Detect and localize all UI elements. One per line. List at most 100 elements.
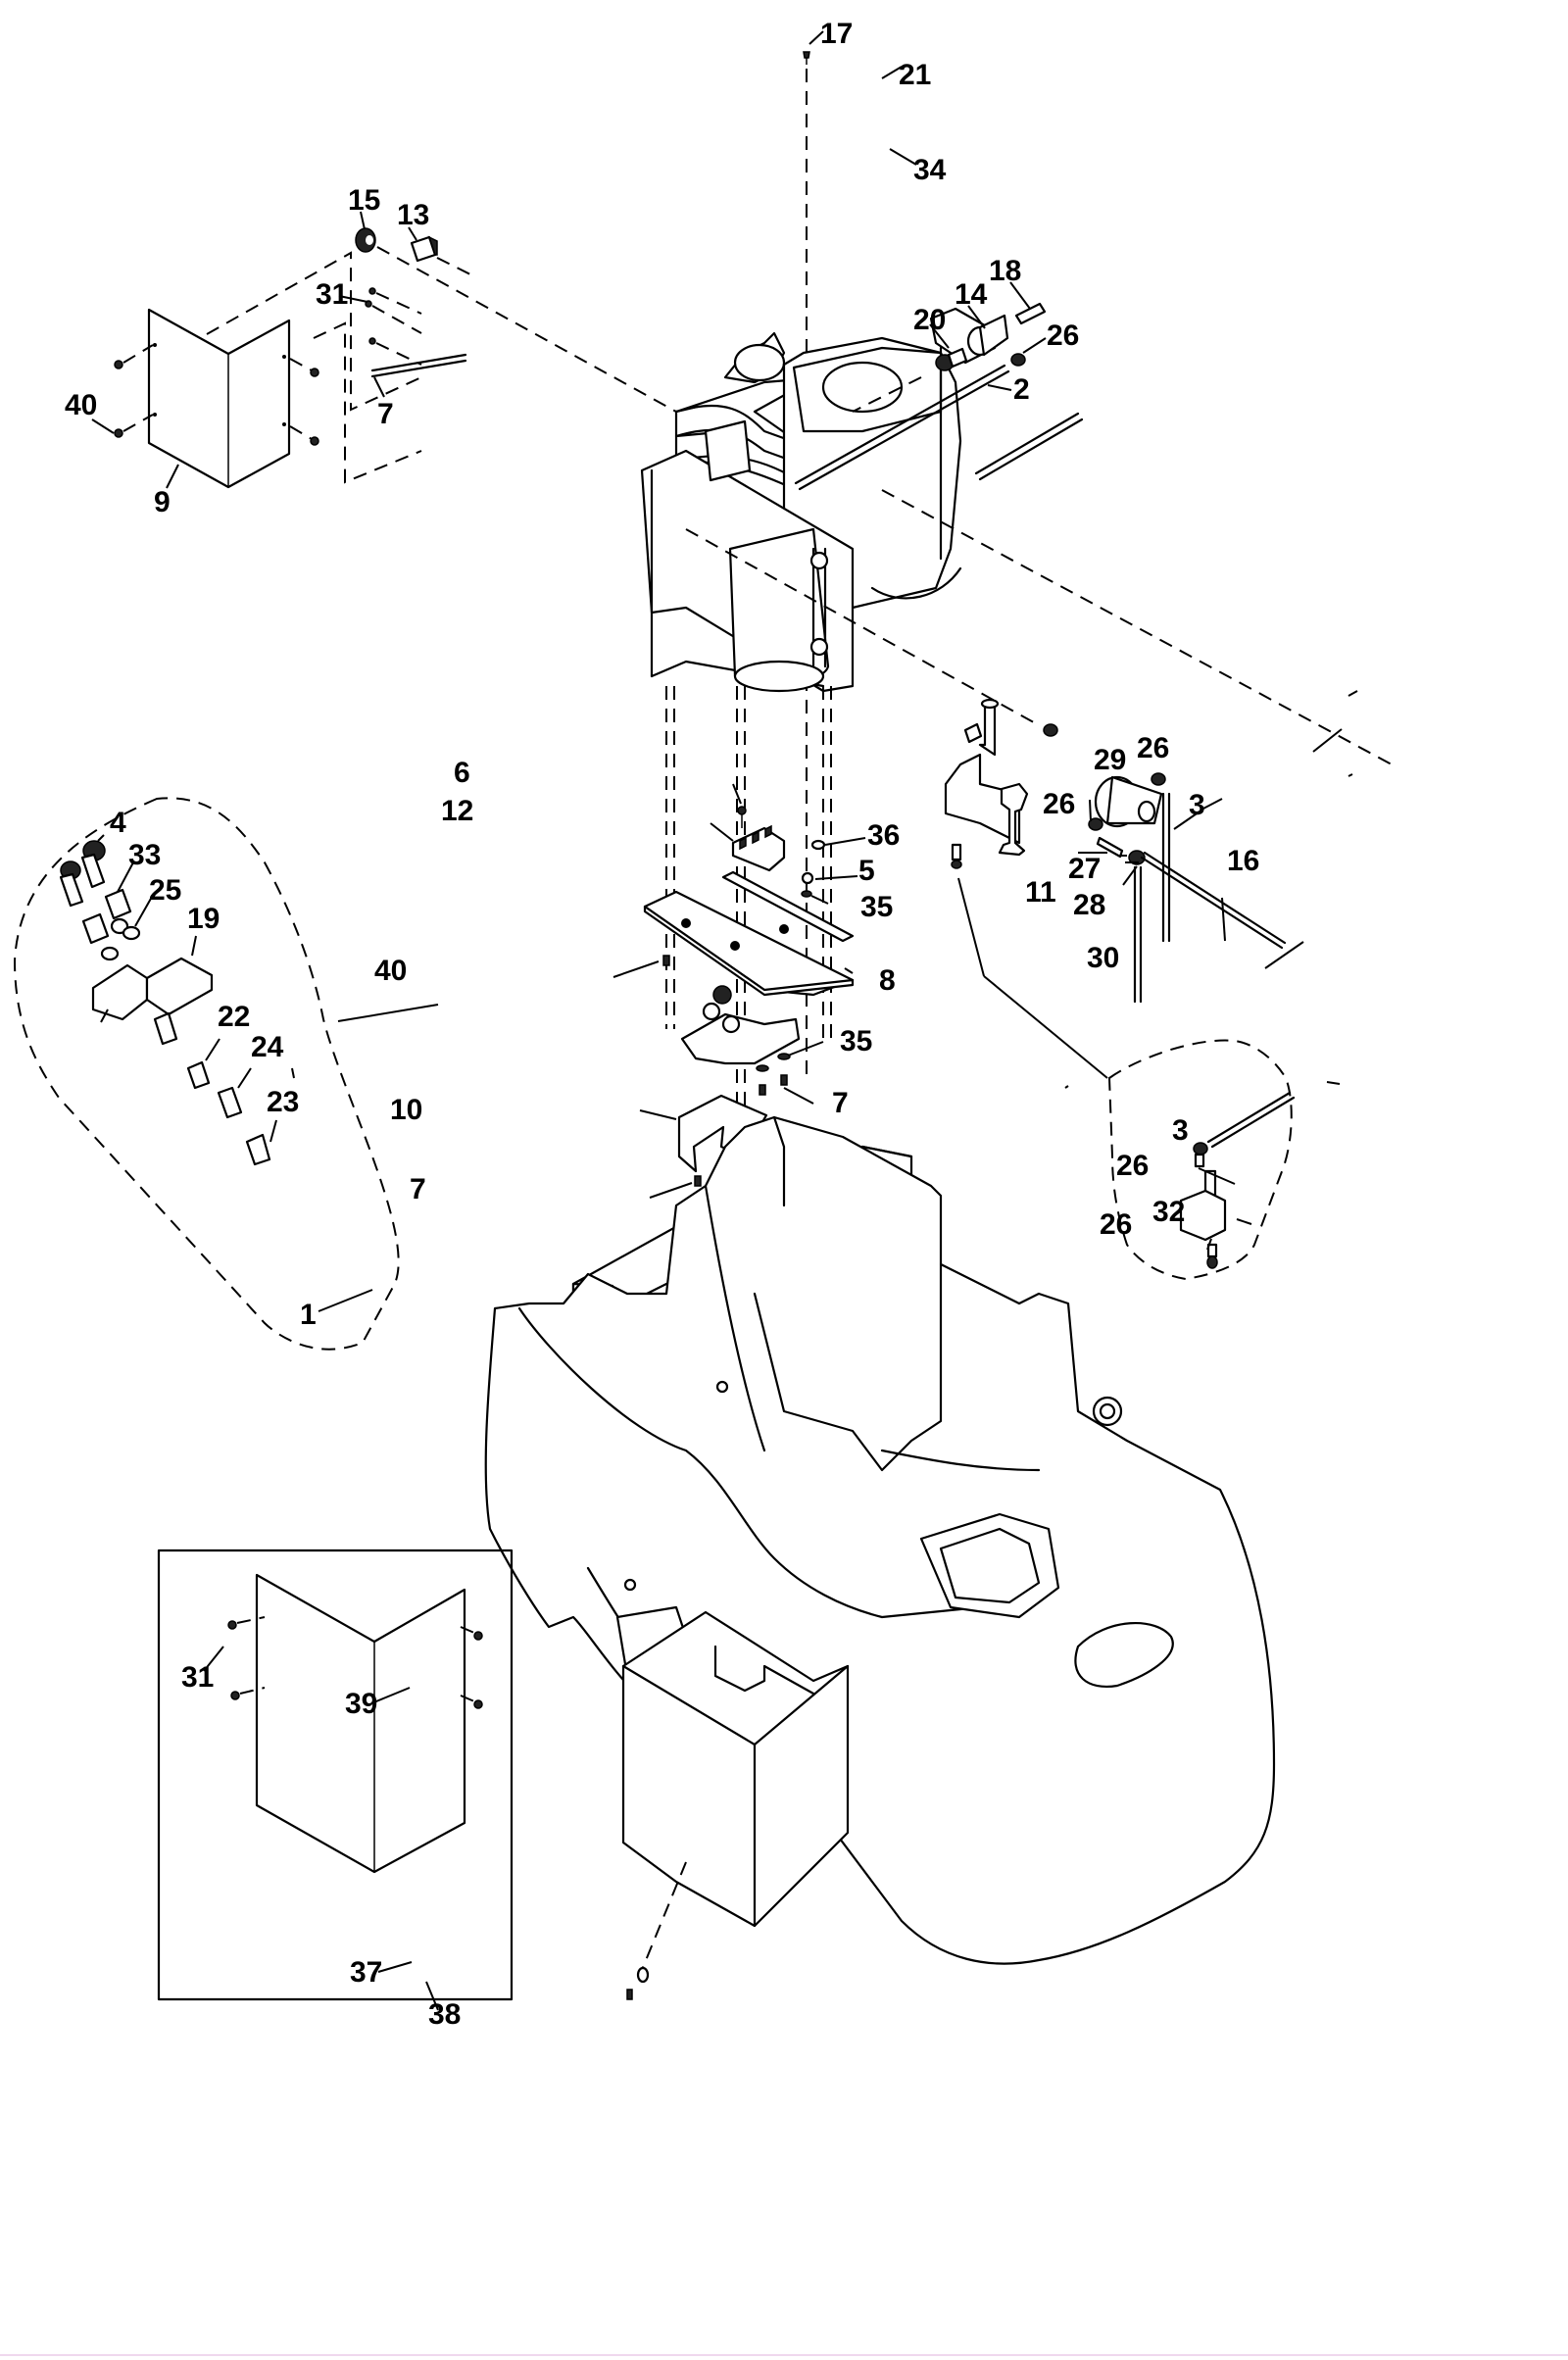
- leader-lines: [91, 30, 1358, 2011]
- part-31-screws-inset: [227, 1616, 483, 1709]
- detail-bubble-leader: [337, 1004, 439, 1022]
- part-13-connector: [410, 235, 438, 263]
- part-30-tube: [1133, 865, 1143, 1004]
- callout-26b: 26: [1137, 732, 1169, 764]
- part-8-mounting-plate: [643, 870, 855, 997]
- callout-7c: 7: [410, 1173, 426, 1205]
- part-3-tube-b: [1206, 1091, 1296, 1149]
- callout-26e: 26: [1100, 1208, 1132, 1241]
- part-18-sleeve: [1014, 302, 1047, 325]
- callout-31a: 31: [316, 278, 348, 311]
- detail-bubble-valve: [13, 797, 400, 1351]
- inset-frame: [157, 1549, 514, 2001]
- part-9-side-cover: [147, 308, 291, 489]
- callout-31b: 31: [181, 1661, 214, 1694]
- part-36-washer: [810, 839, 826, 851]
- callout-12: 12: [441, 795, 473, 827]
- part-7-screws-b: [759, 1074, 788, 1096]
- part-40-screws: [114, 360, 319, 446]
- callout-27: 27: [1068, 853, 1101, 885]
- callout-23: 23: [267, 1086, 299, 1118]
- part-35-washer-a: [801, 890, 812, 898]
- part-14-coupler: [966, 314, 1009, 357]
- part-15-grommet: [355, 227, 376, 253]
- callout-39: 39: [345, 1688, 377, 1720]
- part-29-valve: [1094, 775, 1163, 828]
- part-26-elbow-e: [1206, 1243, 1218, 1269]
- part-26-elbow-c: [1151, 772, 1166, 786]
- callout-6: 6: [454, 757, 470, 789]
- callout-labels: 17 21 34 15 13 18 14 20 26 31 2 7 40 9 6…: [65, 18, 1259, 2031]
- part-6-screw: [737, 806, 747, 828]
- callout-21: 21: [899, 59, 931, 91]
- part-38-screw: [626, 1989, 633, 2000]
- callout-40b: 40: [374, 955, 407, 987]
- part-39-tray: [621, 1610, 850, 1928]
- callout-32: 32: [1152, 1196, 1185, 1228]
- part-33b-fitting: [81, 912, 110, 945]
- part-33-fitting: [104, 888, 132, 935]
- part-28-tee: [1128, 850, 1146, 865]
- part-40-screw-b: [662, 955, 670, 966]
- part-35-washer-b: [756, 1053, 791, 1072]
- callout-22: 22: [218, 1001, 250, 1033]
- callout-26d: 26: [1116, 1150, 1149, 1182]
- detail-bubble-pump: [1107, 1039, 1293, 1281]
- callout-5: 5: [858, 855, 875, 887]
- part-5-nut: [801, 871, 814, 885]
- main-body-shell: [484, 1115, 1276, 1965]
- callout-3a: 3: [1189, 789, 1205, 821]
- part-32-pump: [1179, 1169, 1227, 1242]
- part-26-elbow-a: [1010, 353, 1026, 367]
- callout-25: 25: [149, 874, 181, 907]
- callout-24: 24: [251, 1031, 284, 1063]
- callout-30: 30: [1087, 942, 1119, 974]
- part-37-washer: [636, 1966, 650, 1984]
- callout-10: 10: [390, 1094, 422, 1126]
- part-26-elbow-d: [1193, 1142, 1208, 1168]
- callout-4: 4: [110, 807, 126, 839]
- callout-2: 2: [1013, 373, 1030, 406]
- part-19-bracket: [91, 957, 214, 1021]
- callout-7a: 7: [377, 398, 394, 430]
- part-4-elbow-fitting: [80, 840, 106, 889]
- part-16-tube: [1140, 851, 1287, 950]
- callout-16: 16: [1227, 845, 1259, 877]
- callout-28: 28: [1073, 889, 1105, 921]
- part-19-bracket-valve-assembled: [680, 985, 801, 1065]
- callout-9: 9: [154, 486, 171, 518]
- callout-33: 33: [128, 839, 161, 871]
- page-bottom-rule: [0, 2354, 1568, 2356]
- callout-7b: 7: [832, 1087, 849, 1119]
- part-12-terminal-block: [731, 824, 786, 872]
- callout-37: 37: [350, 1956, 382, 1989]
- part-22b-fitting: [186, 1060, 211, 1090]
- callout-26c: 26: [1043, 788, 1075, 820]
- part-26-elbow-b: [1088, 817, 1103, 831]
- callout-35b: 35: [840, 1025, 872, 1057]
- callout-1: 1: [300, 1299, 317, 1331]
- part-17-screw: [803, 51, 810, 65]
- part-2-tube: [794, 364, 1084, 491]
- callout-18: 18: [989, 255, 1021, 287]
- callout-19: 19: [187, 903, 220, 935]
- part-31-screws: [365, 287, 376, 345]
- part-22-fitting: [153, 1011, 178, 1046]
- part-elbow-left: [59, 860, 84, 908]
- callout-15: 15: [348, 184, 380, 217]
- part-20-fitting: [935, 347, 968, 371]
- callout-8: 8: [879, 964, 896, 997]
- inset-cover-panel: [255, 1573, 466, 1874]
- callout-40a: 40: [65, 389, 97, 421]
- callout-11: 11: [1025, 876, 1056, 909]
- part-11-hook: [998, 782, 1029, 857]
- callout-13: 13: [397, 199, 429, 231]
- part-27-tube: [1096, 836, 1124, 859]
- part-23-fitting: [245, 1133, 271, 1166]
- callout-36: 36: [867, 819, 900, 852]
- callout-26a: 26: [1047, 320, 1079, 352]
- pump-solenoid-main: [944, 698, 1058, 869]
- callout-14: 14: [955, 278, 988, 311]
- part-7-rod: [370, 353, 467, 378]
